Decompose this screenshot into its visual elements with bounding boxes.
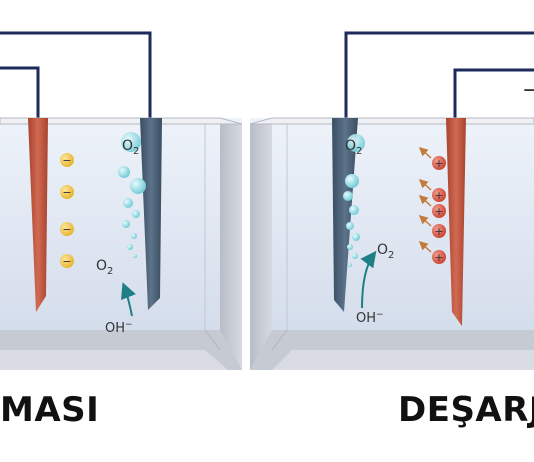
right-cell: − + + +	[249, 31, 534, 370]
svg-text:−: −	[62, 255, 71, 268]
left-oh-label: OH−	[105, 320, 133, 336]
left-reaction-arrow	[121, 282, 136, 317]
right-cathode-plate	[446, 118, 466, 326]
svg-text:+: +	[434, 205, 443, 218]
svg-text:−: −	[62, 186, 71, 199]
right-container-back	[250, 118, 534, 340]
svg-text:+: +	[434, 189, 443, 202]
left-container-wall	[220, 118, 242, 370]
left-ion-group: − − − −	[60, 153, 74, 268]
right-ion-2: +	[418, 178, 446, 202]
left-cathode-plate	[28, 118, 48, 312]
svg-text:+: +	[434, 251, 443, 264]
right-ion-1: +	[418, 146, 446, 170]
left-o2-label: O2	[96, 258, 113, 277]
left-cell: − − − − O2 O2 OH−	[0, 31, 243, 370]
right-anode-plate	[332, 118, 358, 312]
right-ion-5: +	[418, 240, 446, 264]
right-container-wall	[250, 118, 272, 370]
svg-text:−: −	[62, 154, 71, 167]
svg-text:−: −	[62, 223, 71, 236]
right-o2-label: O2	[377, 242, 394, 261]
left-container-back	[0, 118, 242, 340]
left-ion-3: −	[60, 222, 74, 236]
right-oh-label: OH−	[356, 310, 384, 326]
left-ion-2: −	[60, 185, 74, 199]
left-anode-plate	[140, 118, 162, 310]
left-ion-1: −	[60, 153, 74, 167]
svg-text:+: +	[434, 225, 443, 238]
right-o2-top-label: O2	[345, 138, 362, 157]
right-terminal-symbol: −	[522, 78, 534, 103]
right-bubbles	[343, 134, 365, 267]
right-ion-group: + + + + +	[418, 146, 446, 264]
left-ion-4: −	[60, 254, 74, 268]
left-o2-top-label: O2	[122, 138, 139, 157]
left-wire	[0, 31, 152, 118]
left-bubbles	[118, 132, 146, 258]
right-reaction-arrow	[360, 250, 377, 309]
left-caption: MASI	[0, 390, 100, 430]
right-ion-4: +	[418, 214, 446, 238]
right-ion-3: +	[418, 194, 446, 218]
svg-text:+: +	[434, 157, 443, 170]
right-caption: DEŞARJ	[398, 390, 534, 430]
right-wire	[344, 31, 534, 118]
